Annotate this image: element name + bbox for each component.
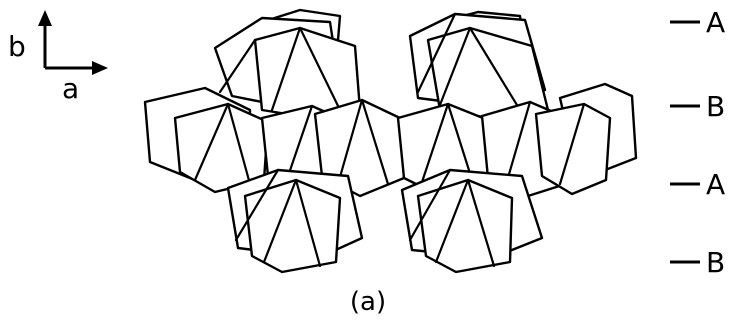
edge (418, 102, 450, 190)
edge (270, 26, 302, 112)
edge (416, 12, 457, 94)
layer-label-2: B (706, 90, 725, 123)
a-axis-arrowhead (92, 61, 108, 75)
edge (466, 178, 496, 268)
edge (226, 102, 252, 186)
b-axis-label: b (8, 30, 26, 63)
layer-label-4: B (706, 246, 725, 279)
layer-label-1: A (706, 6, 725, 39)
layer-label-3: A (706, 168, 725, 201)
edge (262, 178, 298, 264)
b-axis-arrowhead (38, 10, 52, 26)
layer-labels: A B A B (670, 6, 725, 279)
edge (218, 38, 257, 94)
edge (298, 26, 342, 112)
edge (193, 102, 230, 182)
axis-indicator: b a (8, 10, 108, 105)
octahedron-lower-left-front (243, 178, 342, 274)
edge (503, 100, 532, 190)
edge (360, 98, 390, 186)
edge (234, 168, 280, 242)
edge (294, 178, 322, 268)
figure-caption: (a) (350, 287, 386, 317)
a-axis-label: a (62, 72, 79, 105)
edge (336, 98, 364, 186)
edge (558, 102, 586, 186)
polyhedra-network (143, 8, 638, 274)
edge (468, 26, 522, 112)
edge (408, 168, 452, 242)
octahedron-lower-right-front (416, 178, 514, 274)
edge (434, 178, 470, 264)
edge (436, 26, 472, 112)
